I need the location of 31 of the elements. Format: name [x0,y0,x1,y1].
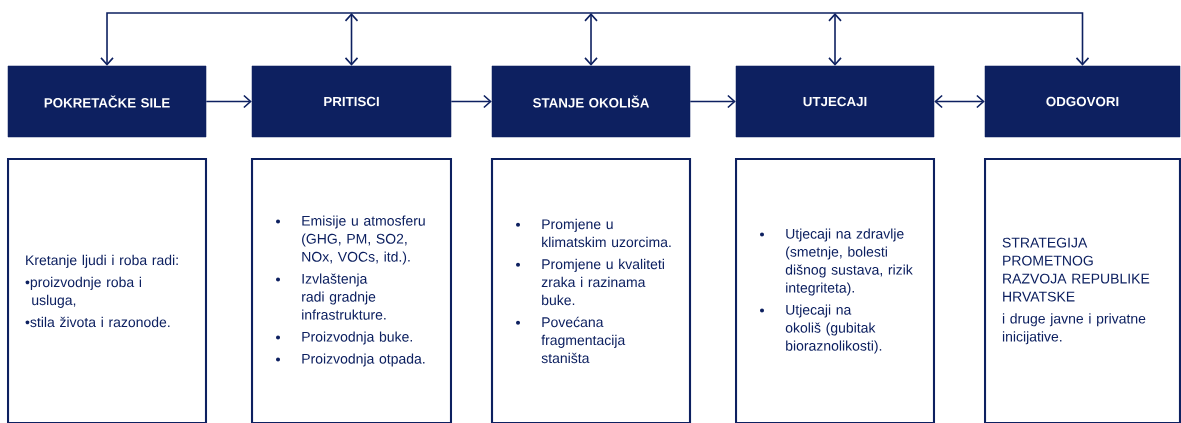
double-arrow [828,13,842,66]
list-item: Promjene u kvaliteti zraka i razinama buke. [541,258,664,306]
list-item: Izvlaštenja radi gradnje infrastrukture. [302,273,386,320]
arrow [205,94,252,109]
list-item: Emisije u atmosferu (GHG, PM, SO2, NOx, VOCs, itd.). [302,215,425,265]
text-box [983,157,1181,423]
text-box [6,157,208,423]
header-box: PRITISCI [251,65,452,138]
double-arrow [344,13,359,66]
list-item: Utjecaji na okoliš (gubitak bioraznolikosti). [785,304,882,354]
arrow [934,94,985,109]
list-item: Promjene u klimatskim uzorcima. [542,218,671,248]
arrow [100,12,1090,66]
header-box: UTJECAJI [735,65,935,138]
text-box [250,157,453,423]
body-text: Kretanje ljudi i roba radi: [26,254,178,268]
list-item: Proizvodnja buke. [302,331,412,345]
list-item: •proizvodnje roba i usluga, [25,276,141,308]
text-box [734,157,936,423]
text-box [490,157,692,423]
header-box: ODGOVORI [984,65,1181,138]
header-box: POKRETAČKE SILE [7,65,207,138]
arrow [450,94,492,109]
double-arrow [584,13,598,66]
body-text: i druge javne i privatne inicijative. [1002,313,1146,345]
list-item: •stila života i razonode. [25,316,170,328]
list-item: Povećana fragmentacija staništa [541,316,626,364]
list-item: Utjecaji na zdravlje (smetnje, bolesti dišnog sustava, rizik integriteta). [785,228,913,296]
header-box: STANJE OKOLIŠA [491,65,691,138]
arrow [689,94,736,109]
list-item: Proizvodnja otpada. [302,353,425,367]
